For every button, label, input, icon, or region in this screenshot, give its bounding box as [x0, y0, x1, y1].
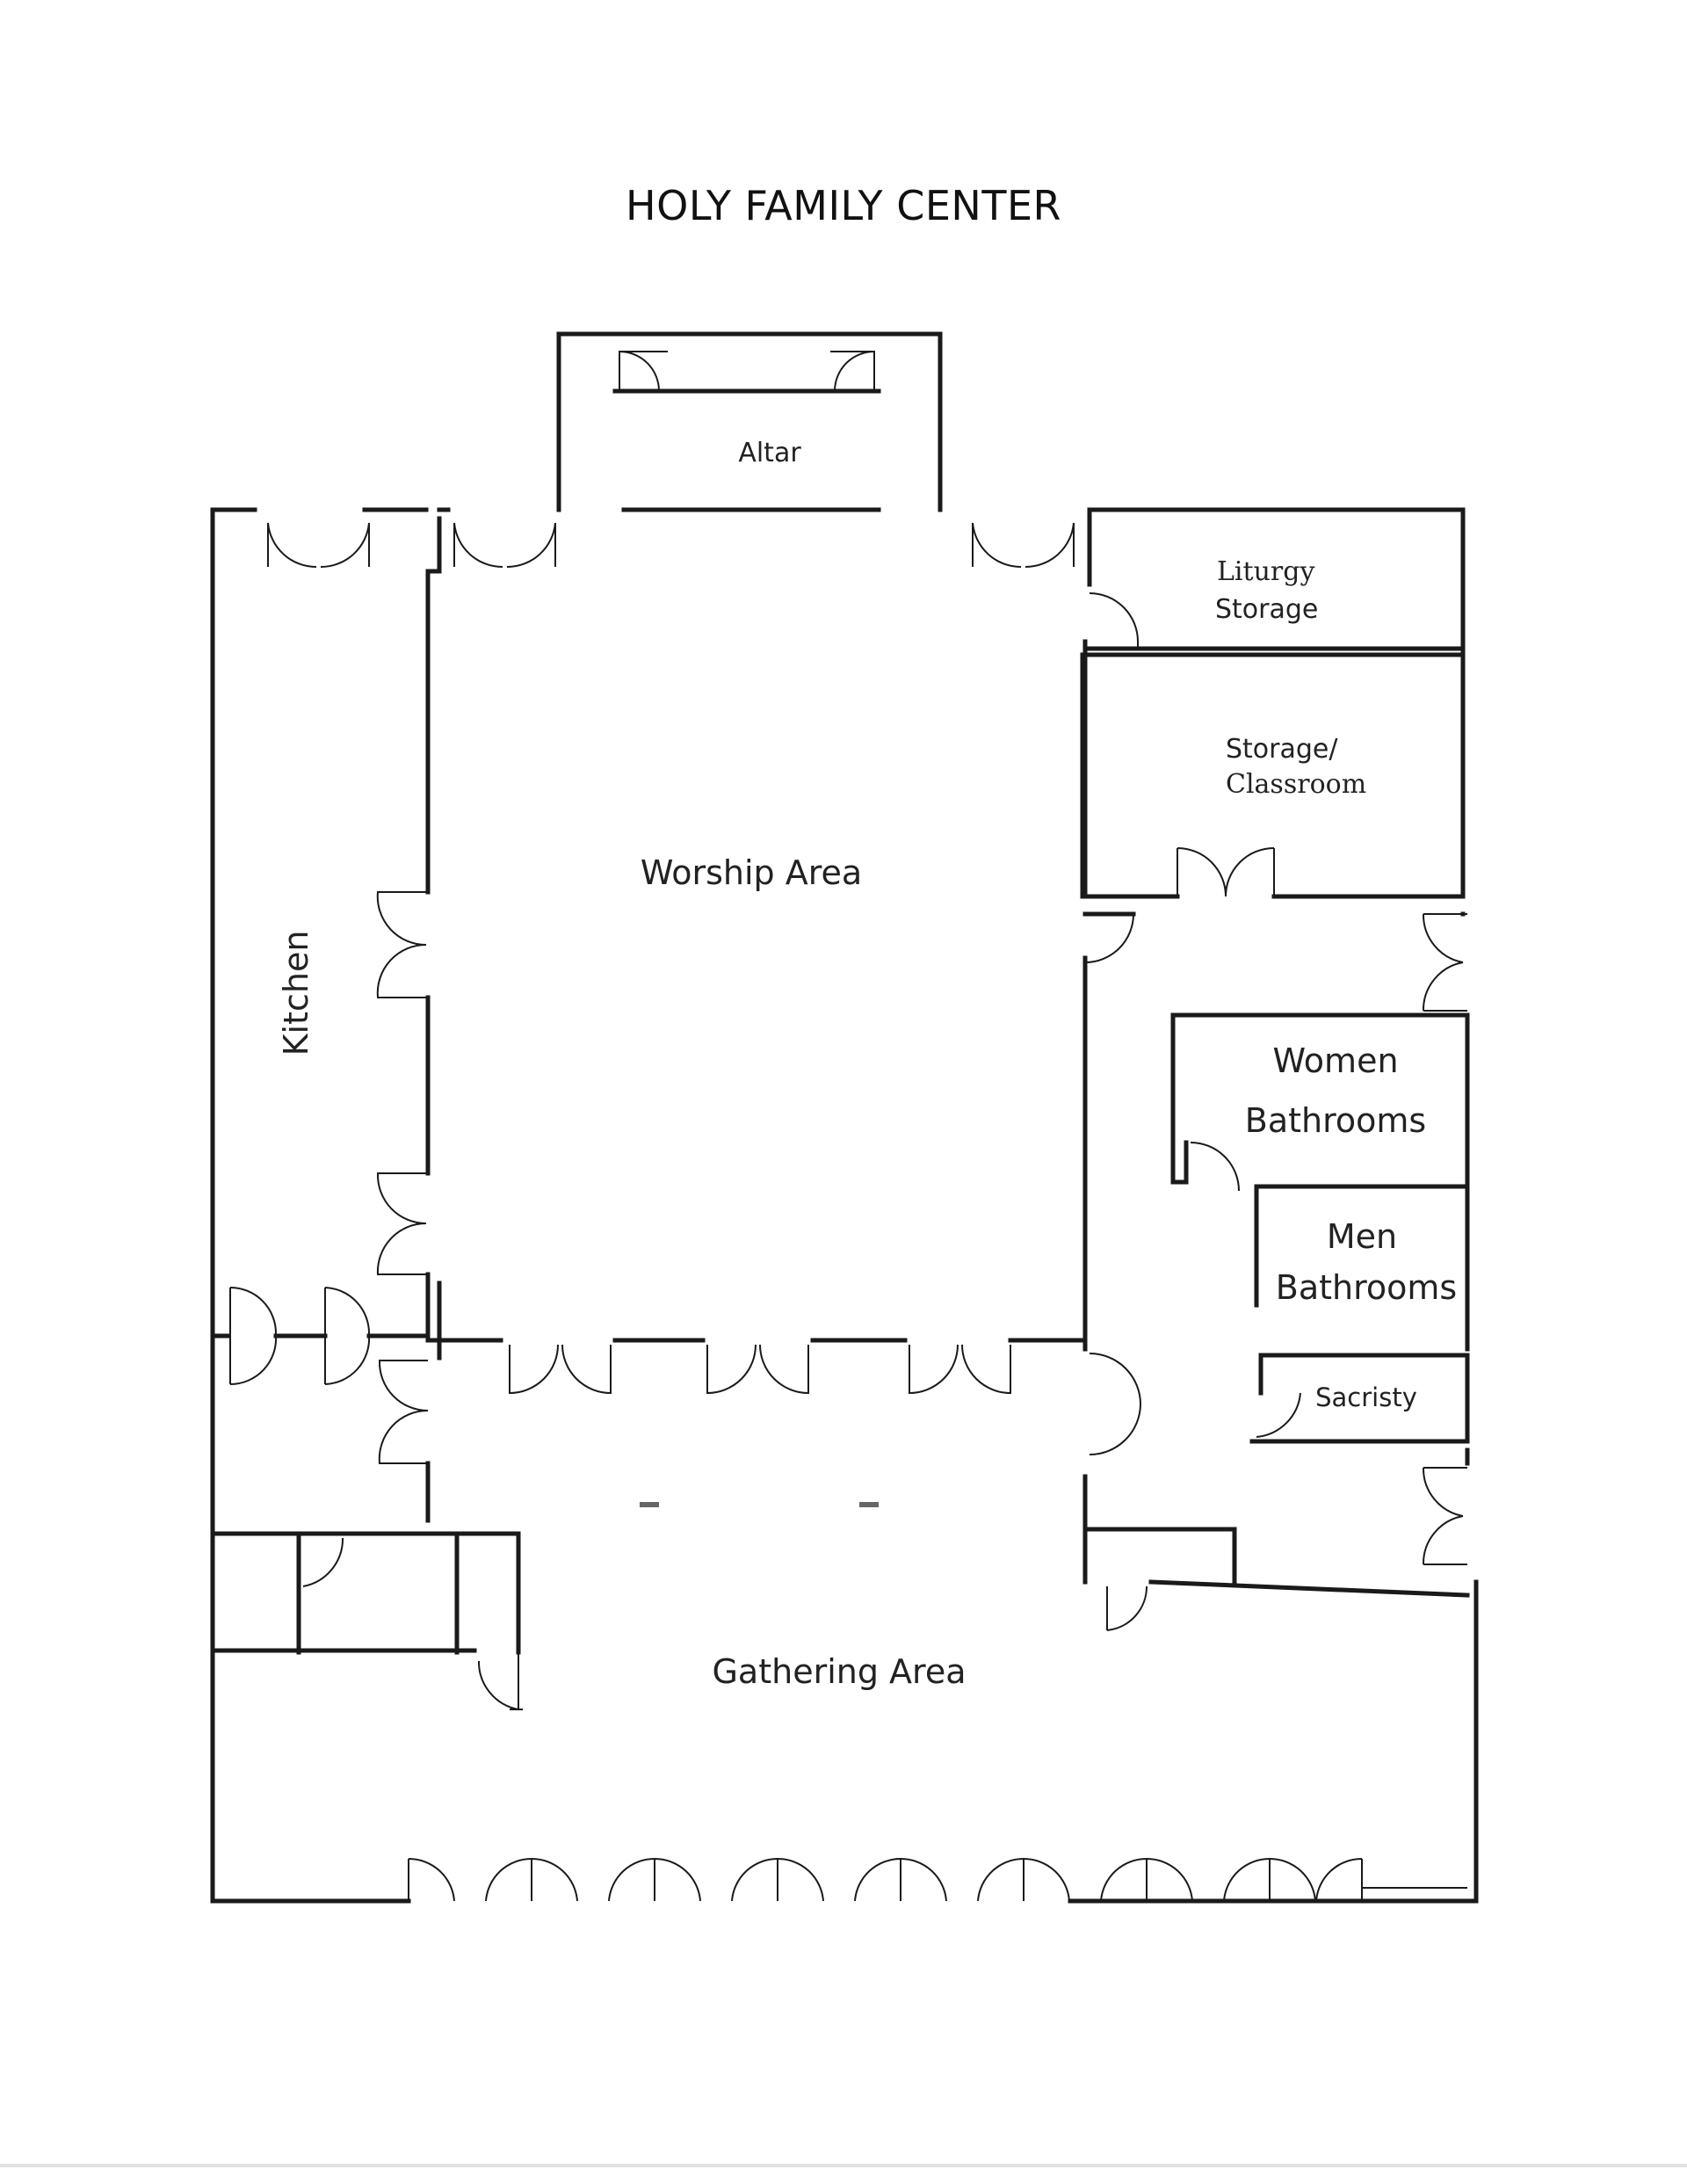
- altar-room: Altar: [612, 350, 881, 512]
- sacristy-label: Sacristy: [1315, 1382, 1417, 1412]
- kitchen: Kitchen: [210, 931, 431, 1386]
- gathering-area-label: Gathering Area: [712, 1652, 966, 1691]
- worship-area-label: Worship Area: [641, 853, 862, 892]
- storage-classroom: Storage/ Classroom: [1080, 652, 1466, 899]
- liturgy-storage-label-2: Storage: [1215, 594, 1318, 625]
- storage-classroom-label-2: Classroom: [1226, 769, 1366, 800]
- worship-area: Worship Area: [267, 516, 1088, 1395]
- storage-classroom-label-1: Storage/: [1226, 734, 1338, 765]
- women-bathrooms-label-2: Bathrooms: [1245, 1101, 1426, 1140]
- kitchen-label: Kitchen: [277, 931, 315, 1056]
- women-bathrooms: Women Bathrooms: [1170, 1012, 1470, 1192]
- sacristy: Sacristy: [1249, 1353, 1470, 1565]
- altar-label: Altar: [738, 438, 801, 468]
- liturgy-storage: Liturgy Storage: [1087, 507, 1466, 651]
- gathering-area: Gathering Area: [210, 1360, 1470, 1902]
- men-bathrooms-label-2: Bathrooms: [1276, 1268, 1457, 1307]
- plan-title: HOLY FAMILY CENTER: [626, 182, 1061, 229]
- scan-line: [0, 2164, 1687, 2167]
- liturgy-storage-label-1: Liturgy: [1217, 556, 1314, 587]
- men-bathrooms: Men Bathrooms: [1254, 1184, 1470, 1352]
- women-bathrooms-label-1: Women: [1272, 1041, 1398, 1080]
- men-bathrooms-label-1: Men: [1327, 1217, 1397, 1256]
